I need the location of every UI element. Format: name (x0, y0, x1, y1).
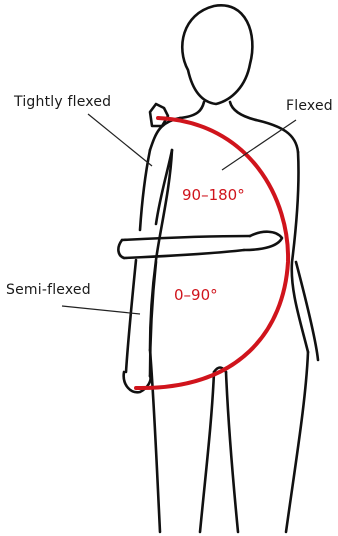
label-semi-flexed: Semi-flexed (6, 282, 91, 298)
forearm-bottom (124, 250, 244, 258)
torso-right (292, 152, 308, 352)
forearm-top (122, 236, 250, 240)
raised-arm-outer (140, 150, 150, 230)
label-flexed: Flexed (286, 98, 333, 114)
leader-semi-flexed (62, 306, 140, 314)
label-tightly-flexed: Tightly flexed (14, 94, 111, 110)
range-semi-flexed: 0–90° (174, 286, 218, 304)
neck-left (180, 102, 204, 118)
shoulder-right (256, 120, 298, 152)
neck-right (230, 102, 256, 120)
range-flexed: 90–180° (182, 186, 245, 204)
right-leg-outer (286, 352, 308, 532)
raised-hand (150, 104, 168, 126)
lower-arm-outer (126, 260, 136, 372)
flat-hand (244, 232, 282, 250)
left-leg-inner (200, 372, 214, 532)
head (182, 5, 252, 104)
right-leg-inner (226, 372, 238, 532)
leader-lines (62, 114, 296, 314)
left-leg-outer (150, 350, 160, 532)
elbow (118, 240, 124, 258)
torso-left (150, 150, 172, 350)
leader-tightly-flexed (88, 114, 152, 166)
